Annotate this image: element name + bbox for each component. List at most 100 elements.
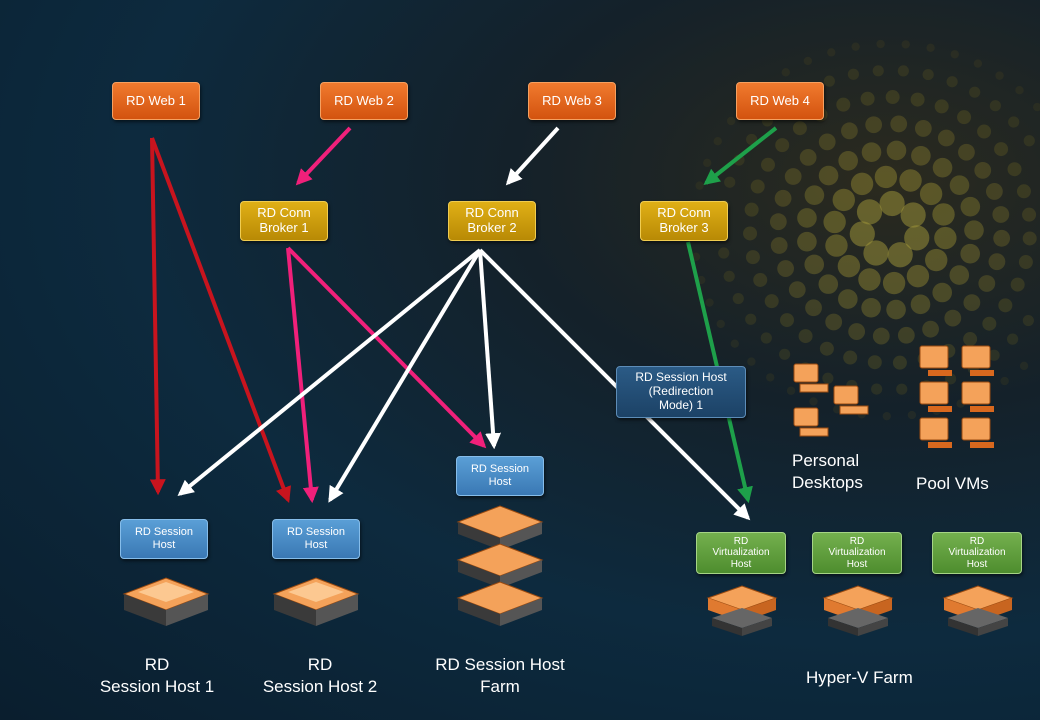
background-dot — [818, 274, 839, 294]
background-dot — [819, 341, 834, 356]
arrow-broker2-to-host1 — [177, 248, 482, 497]
background-dot — [837, 254, 861, 278]
background-dot — [919, 182, 943, 206]
arrow-broker2-to-host2 — [328, 248, 482, 503]
background-dot — [1016, 184, 1031, 199]
arrow-broker1-to-farm — [286, 246, 487, 449]
background-dot — [874, 165, 898, 189]
background-dot — [1007, 333, 1019, 345]
server-stack-icon — [122, 577, 210, 626]
background-dot — [914, 120, 932, 137]
background-dot — [784, 168, 802, 185]
caption-session-host-1: RD Session Host 1 — [99, 655, 215, 697]
caption-personal-desktops: Personal Desktops — [792, 451, 863, 493]
background-dot — [977, 124, 992, 139]
background-dot — [770, 237, 788, 254]
background-dot — [879, 190, 905, 217]
background-dot — [865, 116, 883, 134]
caption-hyperv-farm: Hyper-V Farm — [806, 668, 913, 687]
arrow-web1-to-host2 — [150, 137, 291, 503]
background-dot — [746, 133, 758, 146]
caption-session-host-2: RD Session Host 2 — [262, 655, 378, 697]
hyperv-server-icon — [822, 585, 894, 636]
background-dot — [745, 250, 760, 265]
background-dot — [890, 115, 908, 133]
rd-virtualization-host-3: RD Virtualization Host — [932, 532, 1022, 574]
background-dot — [988, 253, 1006, 271]
background-dot — [887, 242, 913, 268]
background-dot — [848, 323, 866, 340]
background-dot — [781, 68, 790, 77]
background-dot — [803, 56, 813, 66]
background-dot — [779, 348, 791, 360]
background-dot — [867, 355, 882, 370]
background-dot — [922, 68, 934, 81]
background-dot — [825, 234, 848, 257]
rd-conn-broker-3: RD Conn Broker 3 — [640, 201, 728, 241]
background-dot — [871, 383, 883, 395]
arrow-web3-to-broker2 — [505, 126, 560, 186]
background-dot — [792, 121, 807, 136]
background-dot — [1023, 135, 1035, 147]
background-dot — [838, 289, 858, 309]
background-dot — [949, 265, 970, 285]
personal-desktops-icon — [793, 363, 869, 437]
background-dot — [744, 202, 759, 217]
background-dot — [818, 133, 836, 151]
background-dot — [995, 71, 1004, 80]
rd-session-host-1-box: RD Session Host — [120, 519, 208, 559]
arrow-broker1-to-host2 — [286, 247, 319, 504]
background-dot — [769, 213, 787, 231]
background-dot — [750, 179, 765, 194]
background-dot — [960, 196, 981, 217]
background-dot — [973, 59, 983, 68]
background-dot — [900, 202, 926, 228]
background-dot — [1010, 277, 1025, 292]
background-dot — [718, 247, 730, 259]
background-dot — [723, 270, 735, 282]
background-dot — [949, 175, 970, 196]
background-dot — [932, 203, 955, 226]
background-dot — [804, 185, 825, 206]
background-dot — [988, 349, 1000, 361]
background-dot — [836, 97, 851, 112]
rd-web-4: RD Web 4 — [736, 82, 824, 120]
background-dot — [743, 226, 758, 241]
background-dot — [724, 176, 736, 188]
background-dot — [822, 372, 834, 384]
arrow-web4-to-broker3 — [703, 126, 778, 185]
background-dot — [958, 143, 975, 161]
background-dot — [775, 138, 790, 153]
rd-virtualization-host-1: RD Virtualization Host — [696, 532, 786, 574]
arrow-web1-to-host1 — [149, 137, 166, 496]
background-dot — [964, 220, 984, 240]
background-dot — [892, 355, 907, 370]
background-dot — [832, 188, 855, 212]
background-dot — [978, 275, 996, 292]
background-dot — [797, 231, 817, 252]
background-dot — [932, 282, 953, 303]
rd-session-host-farm-box: RD Session Host — [456, 456, 544, 496]
background-dot — [702, 158, 712, 168]
background-dot — [786, 386, 796, 395]
background-dot — [911, 145, 931, 166]
background-dot — [849, 221, 875, 247]
hyperv-server-icon — [942, 585, 1014, 636]
background-dot — [944, 309, 962, 327]
background-dot — [946, 76, 958, 88]
background-dot — [957, 110, 972, 125]
background-dot — [882, 271, 906, 295]
background-dot — [841, 122, 858, 140]
background-dot — [1000, 376, 1009, 386]
background-dot — [856, 199, 883, 225]
background-dot — [963, 332, 978, 347]
background-dot — [899, 169, 922, 192]
background-dot — [963, 294, 981, 312]
background-dot — [885, 90, 900, 105]
background-dot — [1033, 102, 1040, 112]
background-dot — [716, 319, 725, 329]
background-dot — [745, 313, 757, 325]
arrow-broker2-to-farm — [478, 249, 502, 450]
background-dot — [872, 327, 890, 345]
background-dot — [897, 326, 915, 344]
